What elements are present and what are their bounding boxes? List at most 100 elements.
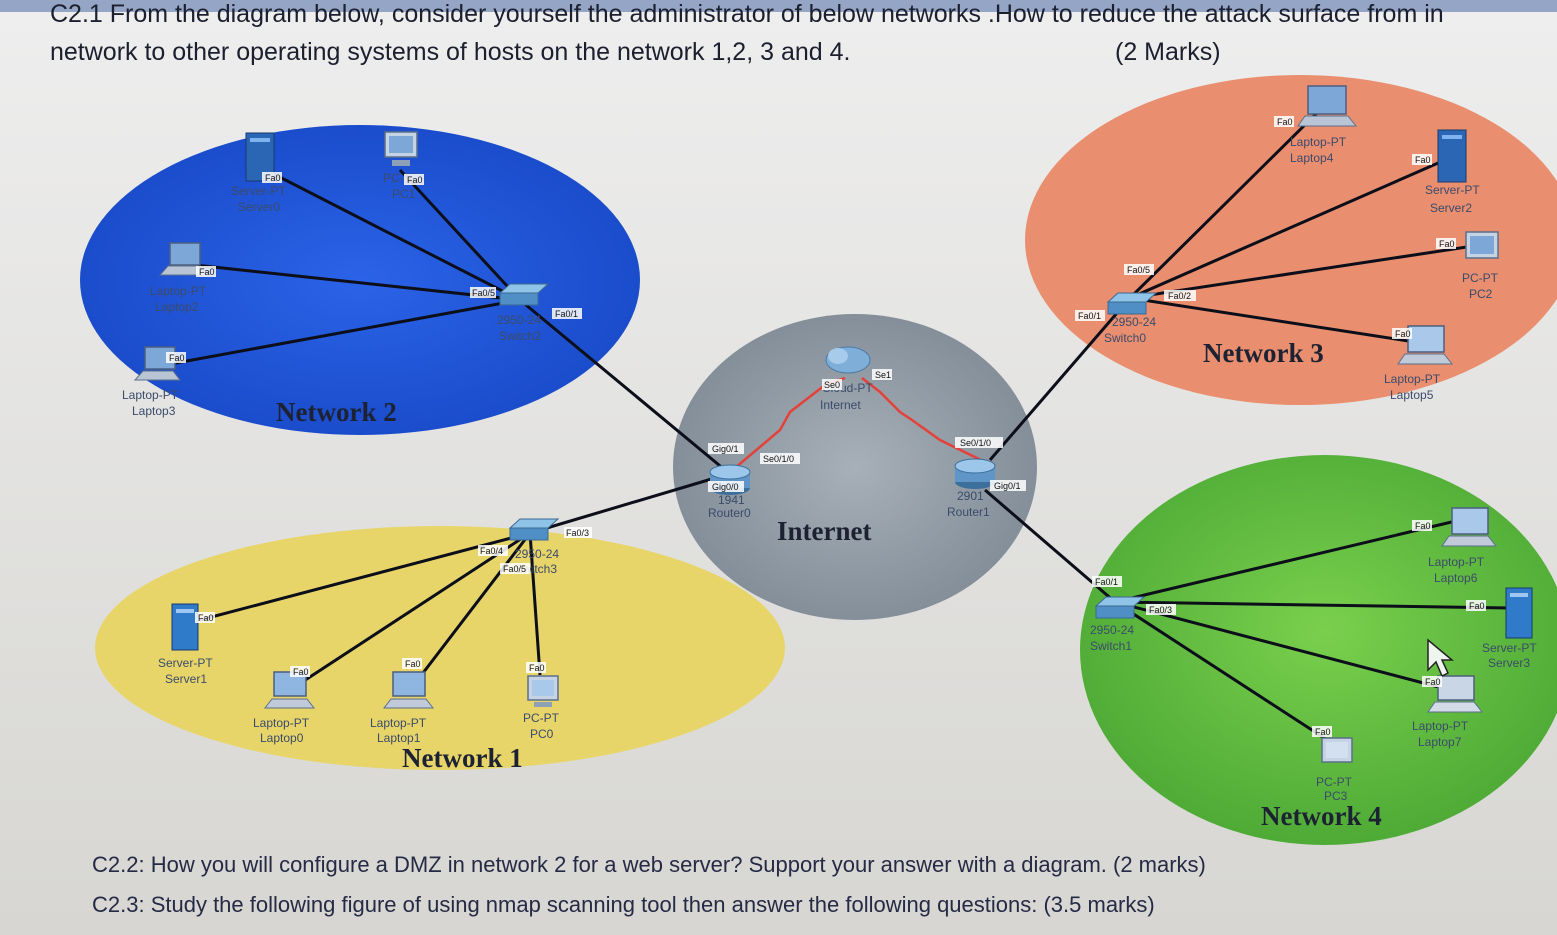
pc2-icon[interactable]: [1465, 231, 1499, 259]
network1-zone: [95, 526, 785, 770]
pc1-icon[interactable]: [384, 131, 418, 166]
laptop5-icon[interactable]: [1397, 325, 1454, 365]
server1-icon[interactable]: [171, 603, 199, 651]
laptop5-name-label: Laptop5: [1390, 388, 1434, 402]
laptop2-icon[interactable]: [158, 242, 207, 276]
port-label: Fa0: [198, 613, 214, 623]
server2-icon[interactable]: [1437, 129, 1467, 183]
port-label: Fa0: [1415, 155, 1431, 165]
pc3-name-label: PC3: [1324, 789, 1348, 803]
switch1-icon[interactable]: [1094, 596, 1146, 619]
laptop7-model-label: Laptop-PT: [1412, 719, 1469, 733]
mouse-cursor-icon: [1427, 638, 1455, 678]
port-label: Se0/1/0: [960, 438, 991, 448]
port-label: Se0: [824, 380, 840, 390]
server3-icon[interactable]: [1505, 587, 1533, 639]
laptop5-model-label: Laptop-PT: [1384, 372, 1441, 386]
question-c21-line2: network to other operating systems of ho…: [50, 38, 851, 66]
port-label: Fa0: [529, 663, 545, 673]
switch2-model-label: 2950-24: [497, 313, 541, 327]
server3-name-label: Server3: [1488, 656, 1530, 670]
server3-model-label: Server-PT: [1482, 641, 1537, 655]
port-label: Fa0/4: [480, 546, 503, 556]
pc0-name-label: PC0: [530, 727, 554, 741]
laptop4-model-label: Laptop-PT: [1290, 135, 1347, 149]
port-label: Fa0/5: [1127, 265, 1150, 275]
laptop3-name-label: Laptop3: [132, 404, 176, 418]
port-label: Fa0: [265, 173, 281, 183]
server2-name-label: Server2: [1430, 201, 1472, 215]
laptop1-icon[interactable]: [382, 671, 435, 709]
laptop6-icon[interactable]: [1441, 507, 1498, 547]
server0-name-label: Server0: [238, 200, 280, 214]
port-label: Fa0: [1415, 521, 1431, 531]
network4-zone: [1080, 455, 1557, 845]
port-label: Fa0: [1395, 329, 1411, 339]
port-label: Gig0/1: [994, 481, 1021, 491]
network4-label: Network 4: [1261, 801, 1382, 831]
pc3-model-label: PC-PT: [1316, 775, 1353, 789]
laptop1-model-label: Laptop-PT: [370, 716, 427, 730]
port-label: Fa0/3: [566, 528, 589, 538]
switch2-name-label: Switch2: [499, 329, 541, 343]
port-label: Fa0/1: [1095, 577, 1118, 587]
laptop0-model-label: Laptop-PT: [253, 716, 310, 730]
server2-model-label: Server-PT: [1425, 183, 1480, 197]
laptop6-model-label: Laptop-PT: [1428, 555, 1485, 569]
pc2-model-label: PC-PT: [1462, 271, 1499, 285]
network2-links: [164, 166, 726, 472]
laptop4-icon[interactable]: [1297, 85, 1358, 127]
network3-links: [988, 103, 1481, 461]
port-label: Gig0/1: [712, 444, 739, 454]
port-label: Fa0: [293, 667, 309, 677]
port-label: Fa0: [1425, 677, 1441, 687]
port-label: Fa0/5: [503, 564, 526, 574]
port-label: Fa0/1: [1078, 311, 1101, 321]
switch0-name-label: Switch0: [1104, 331, 1146, 345]
switch0-icon[interactable]: [1106, 292, 1158, 315]
switch1-name-label: Switch1: [1090, 639, 1132, 653]
switch2-icon[interactable]: [498, 283, 550, 306]
laptop6-name-label: Laptop6: [1434, 571, 1478, 585]
laptop3-model-label: Laptop-PT: [122, 388, 179, 402]
port-label: Se0/1/0: [763, 454, 794, 464]
laptop0-name-label: Laptop0: [260, 731, 304, 745]
switch3-icon[interactable]: [508, 518, 560, 541]
port-label: Fa0: [1277, 117, 1293, 127]
server0-model-label: Server-PT: [231, 184, 286, 198]
question-c23: C2.3: Study the following figure of usin…: [92, 892, 1155, 917]
laptop7-name-label: Laptop7: [1418, 735, 1462, 749]
pc0-icon[interactable]: [527, 675, 559, 707]
internet-cloud-icon[interactable]: [825, 346, 871, 374]
port-label: Fa0: [1315, 727, 1331, 737]
laptop0-icon[interactable]: [263, 671, 316, 709]
server1-name-label: Server1: [165, 672, 207, 686]
switch1-model-label: 2950-24: [1090, 623, 1134, 637]
port-label: Fa0/2: [1168, 291, 1191, 301]
port-label: Fa0/1: [555, 309, 578, 319]
pc1-name-label: PC1: [392, 187, 416, 201]
port-label: Se1: [875, 370, 891, 380]
port-label: Fa0: [199, 267, 215, 277]
port-label: Fa0: [407, 175, 423, 185]
network3-label: Network 3: [1203, 338, 1324, 368]
internet-cloud-name-label: Internet: [820, 398, 861, 412]
port-labels: Fa0 Fa0 Fa0 Fa0 Fa0/5 Fa0/1 Fa0 Fa0 Fa0 …: [166, 116, 1486, 737]
router0-name-label: Router0: [708, 506, 751, 520]
port-label: Fa0: [1439, 239, 1455, 249]
network2-label: Network 2: [276, 397, 397, 427]
router1-icon[interactable]: [954, 458, 996, 489]
internet-zone: [673, 314, 1037, 620]
laptop4-name-label: Laptop4: [1290, 151, 1334, 165]
router0-model-label: 1941: [718, 493, 745, 507]
switch0-model-label: 2950-24: [1112, 315, 1156, 329]
laptop2-name-label: Laptop2: [155, 300, 199, 314]
port-label: Fa0/3: [1149, 605, 1172, 615]
pc3-icon[interactable]: [1321, 737, 1353, 763]
laptop7-icon[interactable]: [1427, 675, 1484, 713]
pc0-model-label: PC-PT: [523, 711, 560, 725]
port-label: Fa0: [169, 353, 185, 363]
network1-links: [199, 473, 726, 692]
